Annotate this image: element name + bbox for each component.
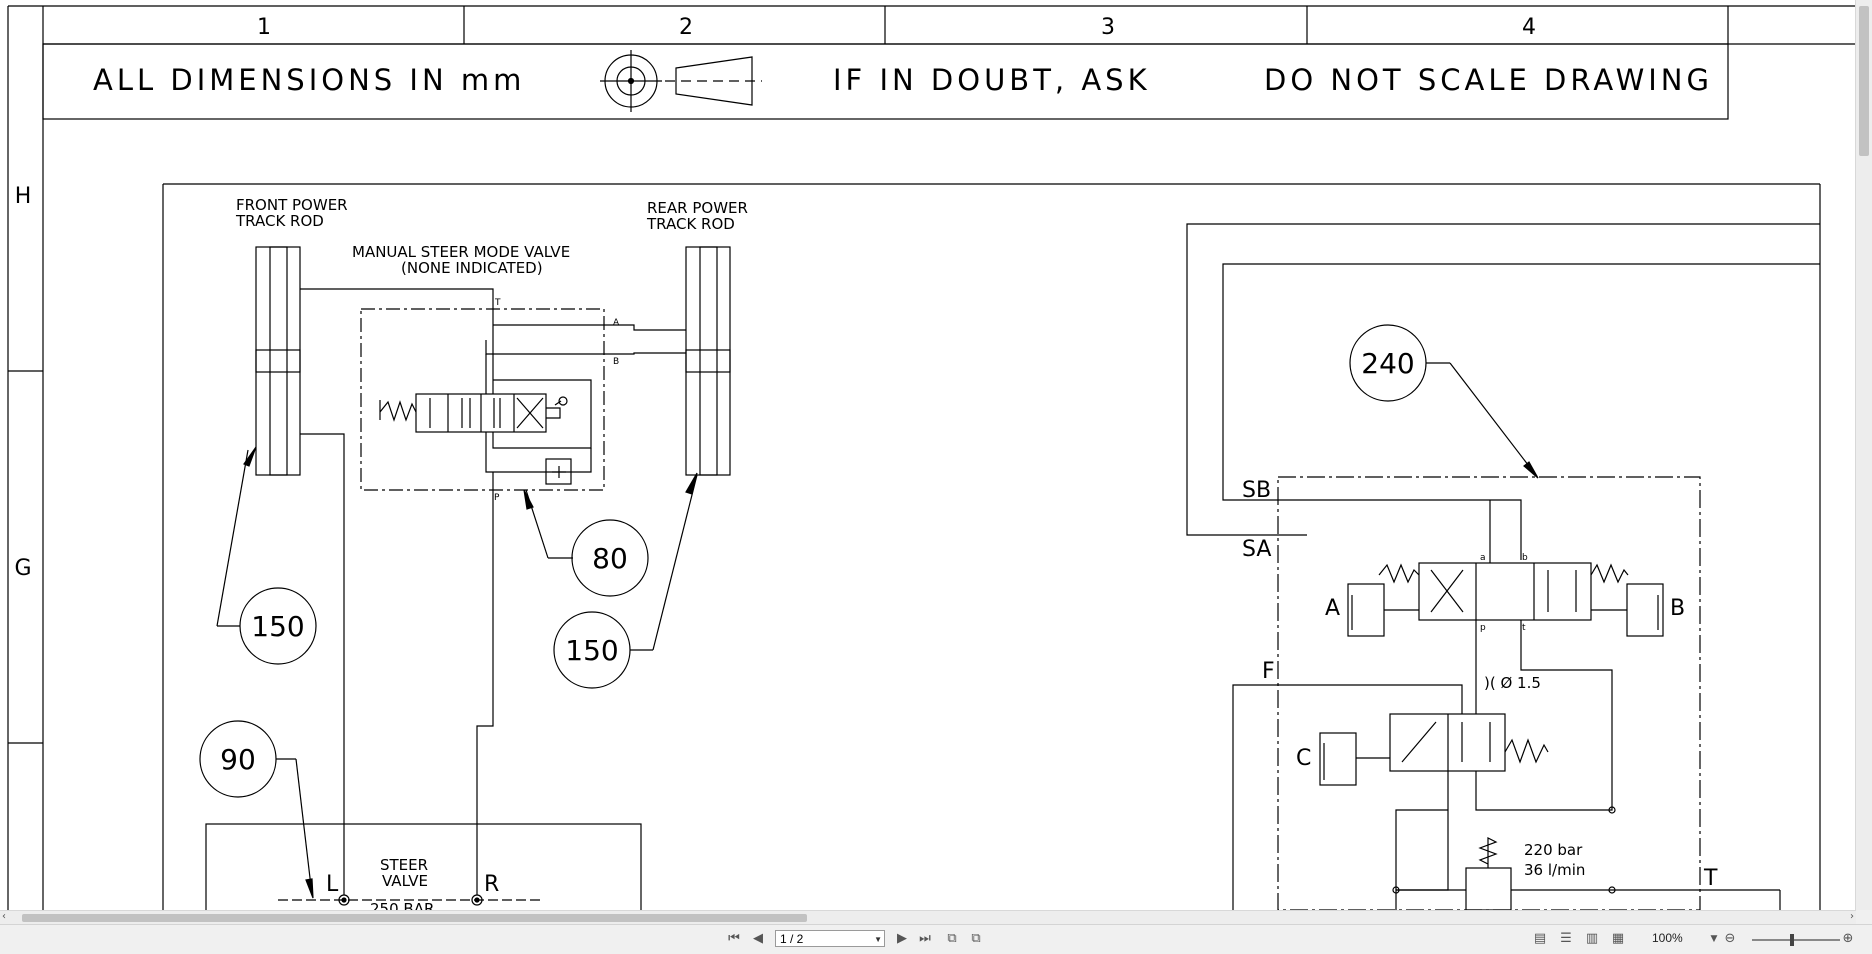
scroll-right-icon[interactable]: › — [1850, 911, 1854, 922]
book-view-icon[interactable]: ▦ — [1611, 931, 1625, 946]
orifice-label: )( Ø 1.5 — [1484, 674, 1541, 692]
single-page-view-icon[interactable]: ▤ — [1533, 931, 1547, 946]
port-a-small: A — [613, 318, 620, 328]
relief-pressure: 220 bar — [1524, 841, 1583, 859]
scale-note: DO NOT SCALE DRAWING — [1264, 63, 1713, 97]
continuous-view-icon[interactable]: ☰ — [1560, 931, 1572, 946]
port-b-small: B — [613, 357, 619, 367]
port-a-label: A — [1325, 596, 1340, 621]
next-page-icon[interactable]: ▶ — [897, 931, 907, 946]
port-r-label: R — [484, 872, 499, 897]
document-viewport[interactable]: 1 2 3 4 H G ALL DIMENSIONS IN mm IF IN D… — [0, 0, 1872, 910]
spool-a-label: a — [1480, 553, 1486, 563]
column-number-3: 3 — [1101, 15, 1115, 40]
navigate-back-icon[interactable]: ⧉ — [947, 931, 957, 946]
port-p-small: P — [494, 493, 500, 503]
hydraulic-schematic: 1 2 3 4 H G ALL DIMENSIONS IN mm IF IN D… — [7, 5, 1856, 910]
rear-track-rod-label-2: TRACK ROD — [646, 215, 735, 233]
column-number-2: 2 — [679, 15, 693, 40]
spool-b-label: b — [1522, 553, 1528, 563]
relief-flow: 36 l/min — [1524, 861, 1585, 879]
rear-track-rod-label-1: REAR POWER — [647, 199, 748, 217]
port-sa-label: SA — [1242, 537, 1271, 562]
zoom-out-icon[interactable]: ⊖ — [1724, 931, 1736, 946]
page-number-field[interactable]: 1 / 2 ▼ — [775, 930, 885, 947]
last-page-icon[interactable]: ⏭ — [919, 931, 931, 946]
port-t-label: T — [1703, 866, 1718, 891]
vertical-scroll-thumb[interactable] — [1859, 6, 1869, 156]
column-number-1: 1 — [257, 15, 271, 40]
dimensions-note: ALL DIMENSIONS IN mm — [93, 63, 525, 97]
page-indicator: 1 / 2 — [780, 932, 804, 946]
doubt-note: IF IN DOUBT, ASK — [833, 63, 1151, 97]
port-sb-label: SB — [1242, 478, 1271, 503]
vertical-scrollbar[interactable] — [1855, 0, 1872, 910]
steer-mode-valve-label-2: (NONE INDICATED) — [401, 259, 543, 277]
previous-page-icon[interactable]: ◀ — [753, 931, 763, 946]
scroll-left-icon[interactable]: ‹ — [2, 911, 6, 922]
navigate-forward-icon[interactable]: ⧉ — [971, 931, 981, 946]
zoom-slider[interactable] — [1752, 934, 1840, 946]
column-number-4: 4 — [1522, 15, 1536, 40]
chevron-down-icon[interactable]: ▼ — [874, 935, 882, 944]
first-page-icon[interactable]: ⏮ — [728, 931, 740, 946]
front-track-rod-label-2: TRACK ROD — [235, 212, 324, 230]
front-track-rod-label-1: FRONT POWER — [236, 196, 348, 214]
zoom-in-icon[interactable]: ⊕ — [1842, 931, 1854, 946]
steer-valve-label-1: STEER — [380, 856, 428, 874]
row-letter-h: H — [15, 184, 32, 209]
zoom-level[interactable]: 100% — [1652, 931, 1683, 945]
steer-valve-pressure: 250 BAR — [370, 900, 434, 910]
port-f-label: F — [1262, 659, 1275, 684]
balloon-150-left: 150 — [251, 610, 304, 643]
port-l-label: L — [326, 872, 339, 897]
spool-t-label: t — [1522, 623, 1526, 633]
row-letter-g: G — [14, 556, 31, 581]
balloon-150-right: 150 — [565, 634, 618, 667]
balloon-80: 80 — [592, 542, 628, 575]
steer-mode-valve-label-1: MANUAL STEER MODE VALVE — [352, 243, 570, 261]
port-c-label: C — [1296, 746, 1311, 771]
horizontal-scrollbar[interactable]: ‹ › — [0, 910, 1856, 925]
zoom-dropdown-icon[interactable]: ▼ — [1710, 934, 1718, 944]
port-t-small: T — [494, 298, 501, 308]
two-page-view-icon[interactable]: ▥ — [1585, 931, 1599, 946]
steer-valve-label-2: VALVE — [382, 872, 428, 890]
spool-p-label: p — [1480, 623, 1486, 633]
balloon-90: 90 — [220, 743, 256, 776]
balloon-240: 240 — [1361, 347, 1414, 380]
horizontal-scroll-thumb[interactable] — [22, 914, 807, 922]
status-bar: ⏮ ◀ 1 / 2 ▼ ▶ ⏭ ⧉ ⧉ ▤ ☰ ▥ ▦ 100% ▼ ⊖ ⊕ — [0, 924, 1872, 954]
zoom-slider-knob[interactable] — [1790, 934, 1794, 946]
port-b-label: B — [1670, 596, 1685, 621]
